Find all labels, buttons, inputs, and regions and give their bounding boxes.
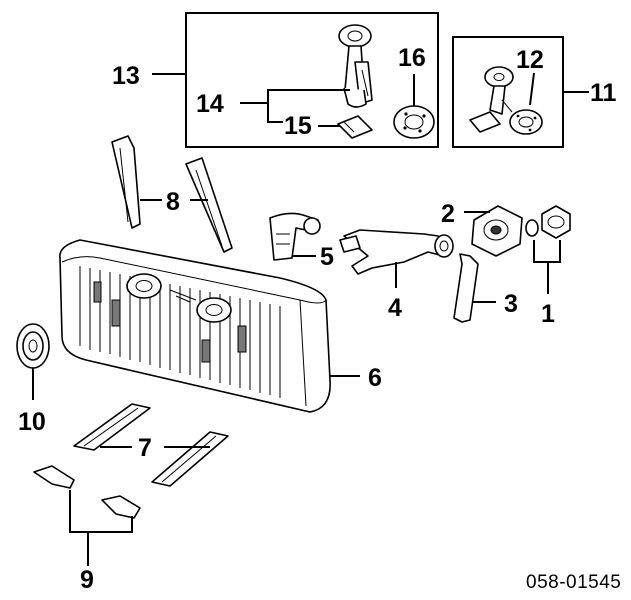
callout-12: 12 bbox=[516, 46, 544, 74]
callout-labels: 1 2 3 4 5 6 7 8 9 10 11 12 13 14 15 16 bbox=[18, 44, 617, 594]
tank-strap-pair-bottom bbox=[73, 403, 229, 487]
callout-8: 8 bbox=[166, 188, 180, 216]
callout-15: 15 bbox=[284, 112, 312, 140]
fuel-tank bbox=[59, 239, 331, 413]
tank-strap-pair-top bbox=[111, 135, 233, 253]
strap-clip-pair bbox=[33, 465, 141, 566]
callout-11: 11 bbox=[590, 79, 617, 107]
fuel-filler-housing bbox=[464, 205, 523, 257]
filler-neck-pipe bbox=[339, 229, 454, 288]
callout-10: 10 bbox=[18, 408, 46, 436]
callout-4: 4 bbox=[388, 294, 402, 322]
sender-gasket-ring bbox=[509, 109, 543, 135]
callout-9: 9 bbox=[80, 566, 94, 594]
tank-pump-opening-right bbox=[196, 297, 232, 323]
pump-gasket-ring bbox=[393, 105, 435, 139]
tank-gasket-ring bbox=[16, 323, 50, 400]
inset-box-sender-unit bbox=[452, 36, 589, 148]
callout-7: 7 bbox=[138, 434, 152, 462]
tank-pump-opening-left bbox=[126, 273, 162, 299]
callout-6: 6 bbox=[368, 364, 382, 392]
sender-unit-part bbox=[469, 66, 514, 133]
callout-3: 3 bbox=[504, 290, 518, 318]
callout-2: 2 bbox=[441, 200, 455, 228]
callout-1: 1 bbox=[541, 300, 555, 328]
callout-5: 5 bbox=[320, 243, 334, 271]
inset-box-fuel-pump bbox=[152, 12, 439, 148]
pump-bracket-part bbox=[337, 115, 373, 139]
diagram-code: 058-01545 bbox=[526, 572, 621, 593]
fuel-filler-cap bbox=[525, 205, 571, 294]
callout-13: 13 bbox=[112, 62, 140, 90]
callout-16: 16 bbox=[398, 44, 426, 72]
callout-14: 14 bbox=[196, 90, 224, 118]
vent-hose-elbow bbox=[269, 212, 321, 261]
filler-hose bbox=[453, 253, 496, 323]
fuel-pump-hanger bbox=[338, 24, 373, 108]
